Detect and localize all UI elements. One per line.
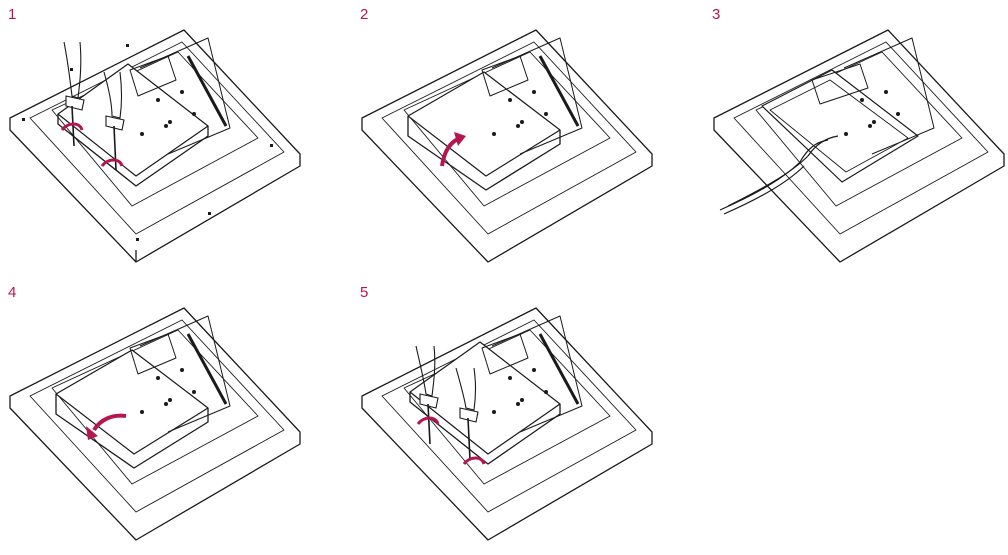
curved-arrow-icon: [92, 413, 127, 432]
arrow-head: [454, 132, 466, 146]
step-4-number: 4: [8, 284, 17, 301]
hand-with-screwdriver-icon: [63, 41, 125, 171]
cables: [719, 135, 839, 215]
step-3-number: 3: [712, 6, 721, 23]
edge-notches: [22, 44, 273, 241]
rotation-arrow-icon: [416, 416, 486, 466]
monitor-back-panel: [361, 29, 653, 263]
step-3-illustration: [713, 29, 1005, 263]
vesa-holes: [844, 90, 900, 136]
step-5-panel: 5: [360, 284, 680, 554]
step-3-panel: 3: [712, 6, 1008, 276]
step-5-illustration: [361, 307, 653, 541]
step-2-panel: 2: [360, 6, 680, 276]
vesa-holes: [140, 90, 196, 136]
monitor-back-panel: [713, 29, 1005, 263]
vesa-holes: [140, 368, 196, 414]
rotation-arrow-icon: [60, 122, 124, 168]
monitor-back-panel: [361, 307, 653, 541]
arrow-head: [86, 426, 98, 440]
step-2-number: 2: [360, 6, 369, 23]
hand-with-screwdriver-icon: [415, 345, 479, 461]
monitor-back-panel: [9, 29, 301, 263]
step-5-number: 5: [360, 284, 369, 301]
vesa-holes: [492, 90, 548, 136]
step-4-panel: 4: [8, 284, 328, 554]
step-4-illustration: [9, 307, 301, 541]
monitor-back-panel: [9, 307, 301, 541]
vesa-holes: [492, 368, 548, 414]
step-1-illustration: [9, 29, 301, 263]
step-1-number: 1: [8, 6, 17, 23]
step-1-panel: 1: [8, 6, 328, 276]
step-2-illustration: [361, 29, 653, 263]
